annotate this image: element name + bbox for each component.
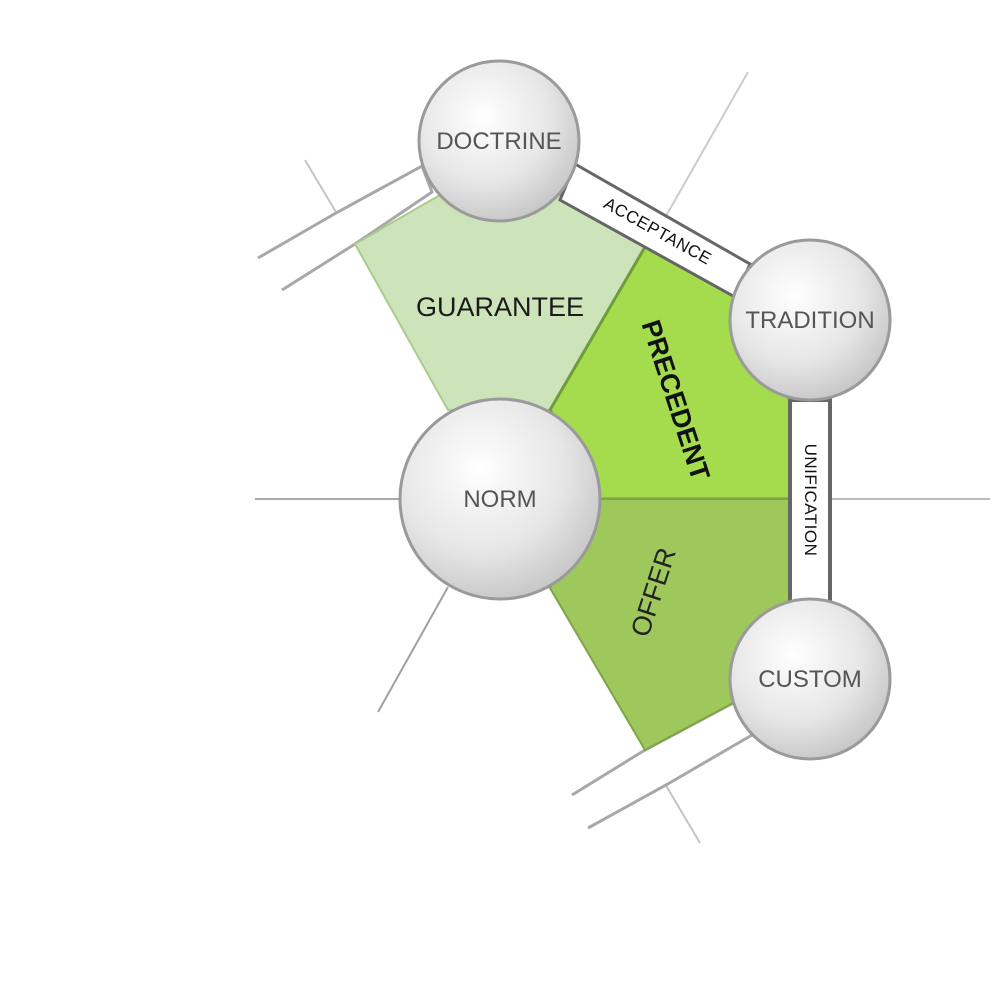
node-custom[interactable]: CUSTOM <box>728 597 892 761</box>
doctrine-sphere[interactable] <box>417 59 581 223</box>
outer-strips <box>257 163 755 830</box>
unification-connector: UNIFICATION <box>788 398 832 604</box>
node-doctrine[interactable]: DOCTRINE <box>417 59 581 223</box>
guarantee-label: GUARANTEE <box>416 292 584 322</box>
radial-line <box>377 586 449 713</box>
unification-label: UNIFICATION <box>801 444 820 557</box>
norm-label: NORM <box>463 486 536 513</box>
custom-label: CUSTOM <box>758 666 862 693</box>
node-tradition[interactable]: TRADITION <box>728 238 892 402</box>
node-norm[interactable]: NORM <box>398 397 602 601</box>
norm-sphere[interactable] <box>398 397 602 601</box>
tradition-label: TRADITION <box>745 307 874 334</box>
radial-line <box>665 71 749 217</box>
doctrine-label: DOCTRINE <box>436 128 561 155</box>
custom-sphere[interactable] <box>728 597 892 761</box>
tradition-sphere[interactable] <box>728 238 892 402</box>
